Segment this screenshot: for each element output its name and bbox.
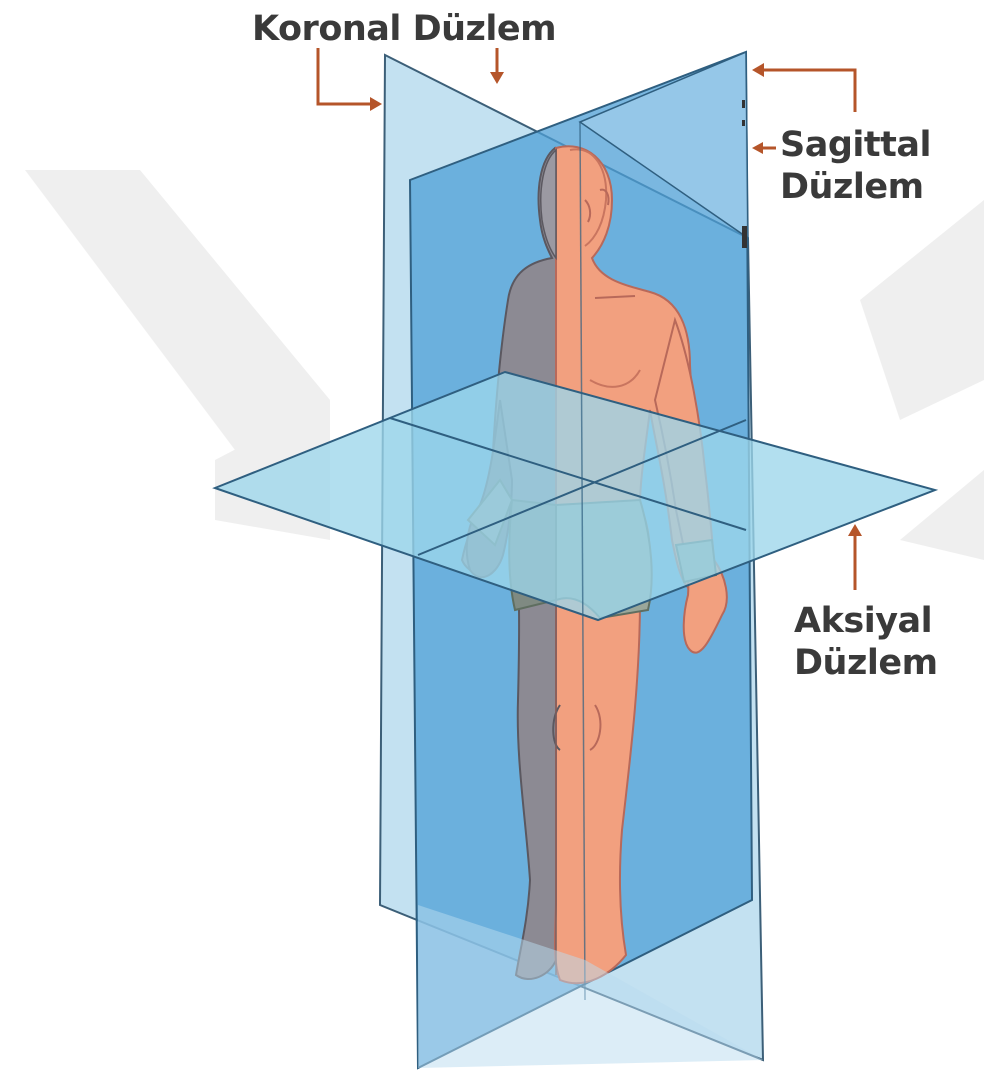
sagittal-plane-label: Sagittal Düzlem bbox=[780, 124, 931, 208]
sagittal-arrowhead-1 bbox=[752, 63, 764, 77]
sagittal-label-line2: Düzlem bbox=[780, 166, 931, 208]
koronal-arrow-1 bbox=[318, 48, 372, 104]
koronal-arrowhead-1 bbox=[370, 97, 382, 111]
sagittal-arrowhead-2 bbox=[752, 142, 763, 154]
aksiyal-arrowhead bbox=[848, 524, 862, 536]
sagittal-arrow-1 bbox=[762, 70, 855, 112]
coronal-plane-label: Koronal Düzlem bbox=[252, 8, 556, 50]
axial-plane-label: Aksiyal Düzlem bbox=[794, 600, 938, 684]
sagittal-label-line1: Sagittal bbox=[780, 124, 931, 166]
koronal-arrowhead-2 bbox=[490, 72, 504, 84]
aksiyal-label-line2: Düzlem bbox=[794, 642, 938, 684]
aksiyal-label-line1: Aksiyal bbox=[794, 600, 938, 642]
